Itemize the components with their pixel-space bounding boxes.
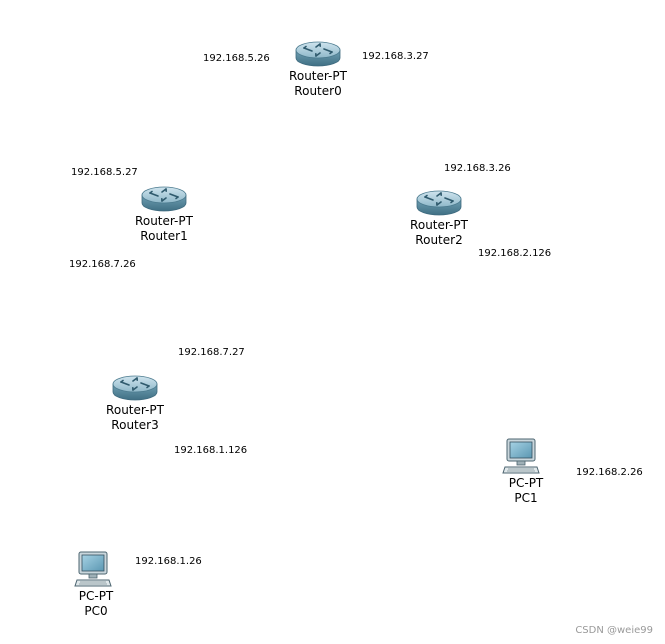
router3-name: Router3 bbox=[111, 418, 159, 432]
pc-icon[interactable] bbox=[73, 550, 113, 590]
router-icon[interactable] bbox=[140, 183, 188, 215]
ip-label-router3-top: 192.168.7.27 bbox=[178, 347, 245, 358]
watermark: CSDN @weie99 bbox=[575, 625, 653, 636]
ip-label-router1-bottom: 192.168.7.26 bbox=[69, 259, 136, 270]
router0-label[interactable]: Router-PT Router0 bbox=[289, 69, 347, 99]
router2-name: Router2 bbox=[415, 233, 463, 247]
router3-type: Router-PT bbox=[106, 403, 164, 417]
router1-type: Router-PT bbox=[135, 214, 193, 228]
router0-name: Router0 bbox=[294, 84, 342, 98]
router2-label[interactable]: Router-PT Router2 bbox=[410, 218, 468, 248]
router-icon[interactable] bbox=[111, 372, 159, 404]
router3-label[interactable]: Router-PT Router3 bbox=[106, 403, 164, 433]
pc0-label[interactable]: PC-PT PC0 bbox=[79, 589, 114, 619]
router1-label[interactable]: Router-PT Router1 bbox=[135, 214, 193, 244]
router2-type: Router-PT bbox=[410, 218, 468, 232]
router-icon[interactable] bbox=[415, 187, 463, 219]
ip-label-router0-right: 192.168.3.27 bbox=[362, 51, 429, 62]
pc-icon[interactable] bbox=[501, 437, 541, 477]
pc0-type: PC-PT bbox=[78, 589, 114, 603]
pc0-name: PC0 bbox=[84, 604, 108, 618]
ip-label-pc1: 192.168.2.26 bbox=[576, 467, 643, 478]
router-icon[interactable] bbox=[294, 38, 342, 70]
pc1-label[interactable]: PC-PT PC1 bbox=[509, 476, 544, 506]
ip-label-router2-top: 192.168.3.26 bbox=[444, 163, 511, 174]
router1-name: Router1 bbox=[140, 229, 188, 243]
pc1-name: PC1 bbox=[514, 491, 538, 505]
pc1-type: PC-PT bbox=[508, 476, 544, 490]
ip-label-pc0: 192.168.1.26 bbox=[135, 556, 202, 567]
ip-label-router2-bottom: 192.168.2.126 bbox=[478, 248, 552, 259]
ip-label-router0-left: 192.168.5.26 bbox=[203, 53, 270, 64]
ip-label-router3-bottom: 192.168.1.126 bbox=[174, 445, 248, 456]
router0-type: Router-PT bbox=[289, 69, 347, 83]
ip-label-router1-top: 192.168.5.27 bbox=[71, 167, 138, 178]
